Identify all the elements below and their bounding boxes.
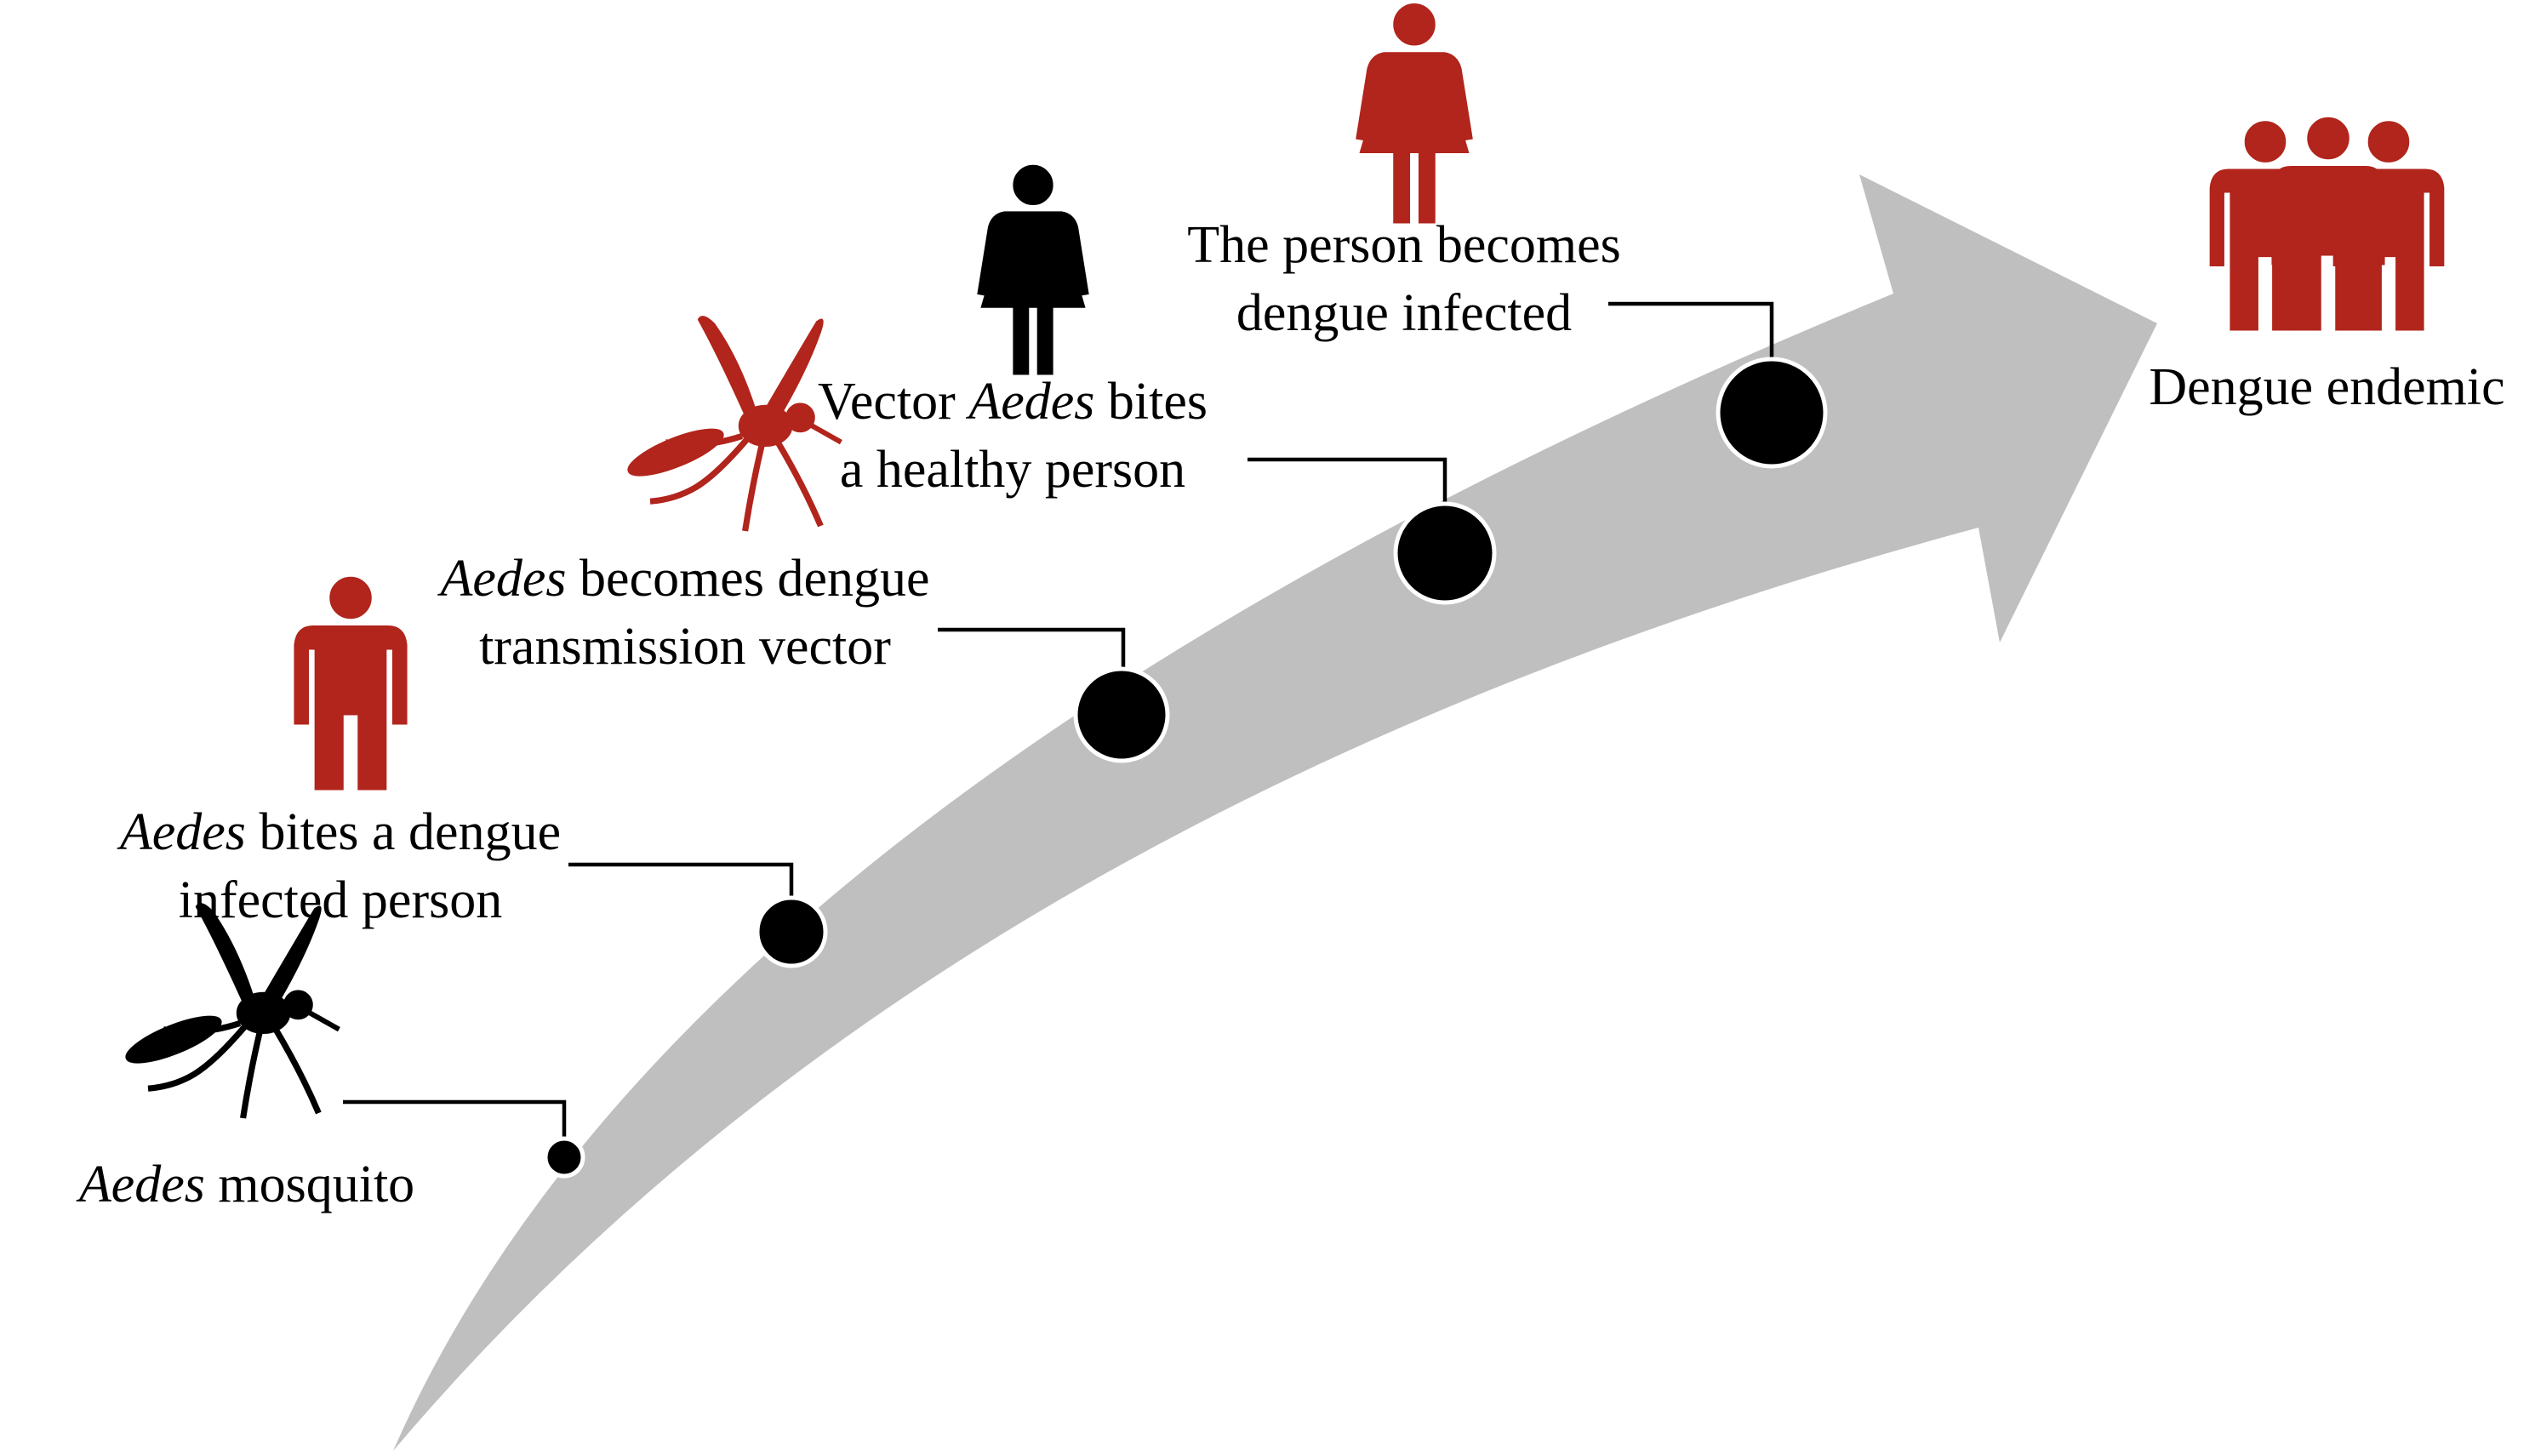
- step-label-2: Aedes bites a dengue infected person: [77, 798, 604, 934]
- group-of-people-icon: [2209, 117, 2445, 331]
- milestone-dot-5: [1716, 357, 1828, 469]
- connector-step-1: [343, 1099, 567, 1156]
- milestone-dot-4: [1393, 501, 1497, 605]
- milestone-dot-2: [755, 895, 828, 968]
- step-label-3: Aedes becomes dengue transmission vector: [408, 545, 962, 681]
- woman-icon: [1356, 3, 1473, 224]
- step-label-1: Aedes mosquito: [34, 1151, 460, 1219]
- person-icon: [294, 576, 408, 791]
- endpoint-label: Dengue endemic: [2119, 353, 2535, 421]
- step-3-line2: transmission vector: [479, 618, 891, 676]
- milestone-dot-3: [1073, 666, 1170, 763]
- step-3-italic: Aedes: [440, 550, 567, 608]
- step-5-text: The person becomes: [1187, 216, 1621, 274]
- woman-icon: [977, 164, 1089, 375]
- step-5-line2: dengue infected: [1236, 284, 1573, 342]
- step-1-text: mosquito: [204, 1156, 415, 1213]
- step-4-pre: Vector: [818, 373, 969, 431]
- step-2-italic: Aedes: [119, 803, 246, 861]
- step-2-line2: infected person: [178, 871, 503, 929]
- endpoint-text: Dengue endemic: [2149, 358, 2505, 416]
- step-2-text: bites a dengue: [245, 803, 562, 861]
- step-1-italic: Aedes: [78, 1156, 205, 1213]
- step-label-4: Vector Aedes bites a healthy person: [774, 368, 1251, 504]
- progression-arrow: [393, 174, 2157, 1451]
- step-label-5: The person becomes dengue infected: [1149, 211, 1659, 347]
- mosquito-icon: [121, 904, 339, 1118]
- step-4-line2: a healthy person: [839, 441, 1186, 499]
- step-3-text: becomes dengue: [566, 550, 930, 608]
- milestone-dot-1: [543, 1136, 585, 1179]
- step-4-text: bites: [1094, 373, 1208, 431]
- step-4-italic: Aedes: [968, 373, 1095, 431]
